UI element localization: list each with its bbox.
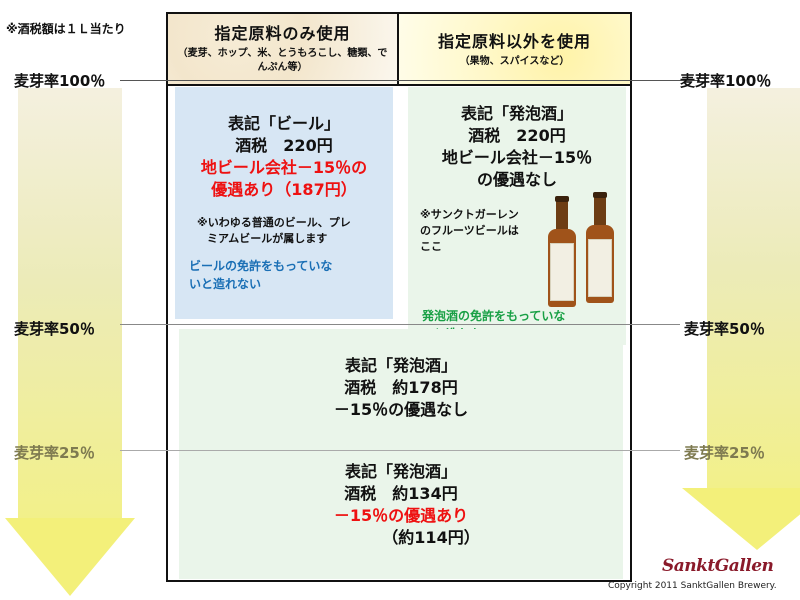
header-divider (168, 84, 630, 86)
middle-tax-line: 酒税 約178円 (344, 378, 458, 397)
header-left-title: 指定原料のみ使用 (214, 24, 351, 43)
fruit-beer-note-line-3: ここ (420, 240, 442, 253)
beer-category-box: 表記「ビール」 酒税 220円 地ビール会社－15％の 優遇あり（187円） ※… (175, 87, 393, 319)
level-line-25 (120, 450, 680, 451)
beer-discount-line-2: 優遇あり（187円） (211, 180, 357, 199)
middle-nodiscount-line: －15％の優遇なし (333, 400, 469, 419)
level-line-100 (120, 80, 700, 81)
beer-note-line-1: ※いわゆる普通のビール、プレ (197, 216, 351, 229)
happoshu-license-line-1: 発泡酒の免許をもっていな (422, 309, 566, 323)
beer-license-line-2: いと造れない (189, 277, 262, 291)
header-right-title: 指定原料以外を使用 (437, 32, 591, 51)
level-label-100-right: 麦芽率100％ (680, 72, 772, 90)
level-label-25-right: 麦芽率25％ (684, 444, 765, 462)
classification-table: 指定原料のみ使用 （麦芽、ホップ、米、とうもろこし、糖類、でんぷん等） 指定原料… (166, 12, 632, 582)
header-left-subtitle: （麦芽、ホップ、米、とうもろこし、糖類、でんぷん等） (177, 48, 388, 73)
bottom-discount-line: －15％の優遇あり (333, 506, 469, 525)
level-label-50-left: 麦芽率50％ (14, 320, 95, 338)
left-arrow-down-icon (5, 518, 135, 596)
level-label-50-right: 麦芽率50％ (684, 320, 765, 338)
tax-per-liter-note: ※酒税額は１Ｌ当たり (6, 22, 126, 36)
level-line-50 (120, 324, 680, 325)
happoshu-fruit-box: 表記「発泡酒」 酒税 220円 地ビール会社－15％ の優遇なし ※サンクトガー… (408, 87, 626, 345)
happoshu-top-tax-line: 酒税 220円 (468, 126, 566, 145)
left-arrow-shaft (18, 88, 122, 518)
middle-label-line: 表記「発泡酒」 (344, 356, 457, 375)
sanktgallen-logo: SanktGallen (662, 556, 774, 576)
fruit-beer-note-line-1: ※サンクトガーレン (420, 208, 519, 221)
bottom-tax-line: 酒税 約134円 (344, 484, 458, 503)
fruit-beer-note-line-2: のフルーツビールは (420, 224, 519, 237)
bottom-discount-amount: （約114円） (382, 528, 480, 547)
bottom-label-line: 表記「発泡酒」 (344, 462, 457, 481)
happoshu-top-label-line: 表記「発泡酒」 (460, 104, 573, 123)
right-arrow-down-icon (682, 488, 800, 550)
beer-note-line-2: ミアムビールが属します (207, 232, 328, 245)
header-right-subtitle: （果物、スパイスなど） (459, 56, 570, 67)
happoshu-top-nodiscount-line-1: 地ビール会社－15％ (441, 148, 593, 167)
level-label-100-left: 麦芽率100％ (14, 72, 106, 90)
beer-license-line-1: ビールの免許をもっていな (189, 259, 333, 273)
right-arrow-shaft (707, 88, 800, 488)
header-other-ingredients: 指定原料以外を使用 （果物、スパイスなど） (399, 14, 630, 84)
beer-label-line: 表記「ビール」 (227, 114, 340, 133)
level-label-25-left: 麦芽率25％ (14, 444, 95, 462)
happoshu-top-nodiscount-line-2: の優遇なし (476, 170, 557, 189)
header-designated-ingredients: 指定原料のみ使用 （麦芽、ホップ、米、とうもろこし、糖類、でんぷん等） (168, 14, 399, 84)
happoshu-low-malt-box: 表記「発泡酒」 酒税 約178円 －15％の優遇なし 表記「発泡酒」 酒税 約1… (179, 329, 623, 579)
beer-discount-line-1: 地ビール会社－15％の (200, 158, 368, 177)
copyright-text: Copyright 2011 SanktGallen Brewery. (608, 581, 777, 591)
beer-tax-line: 酒税 220円 (235, 136, 333, 155)
